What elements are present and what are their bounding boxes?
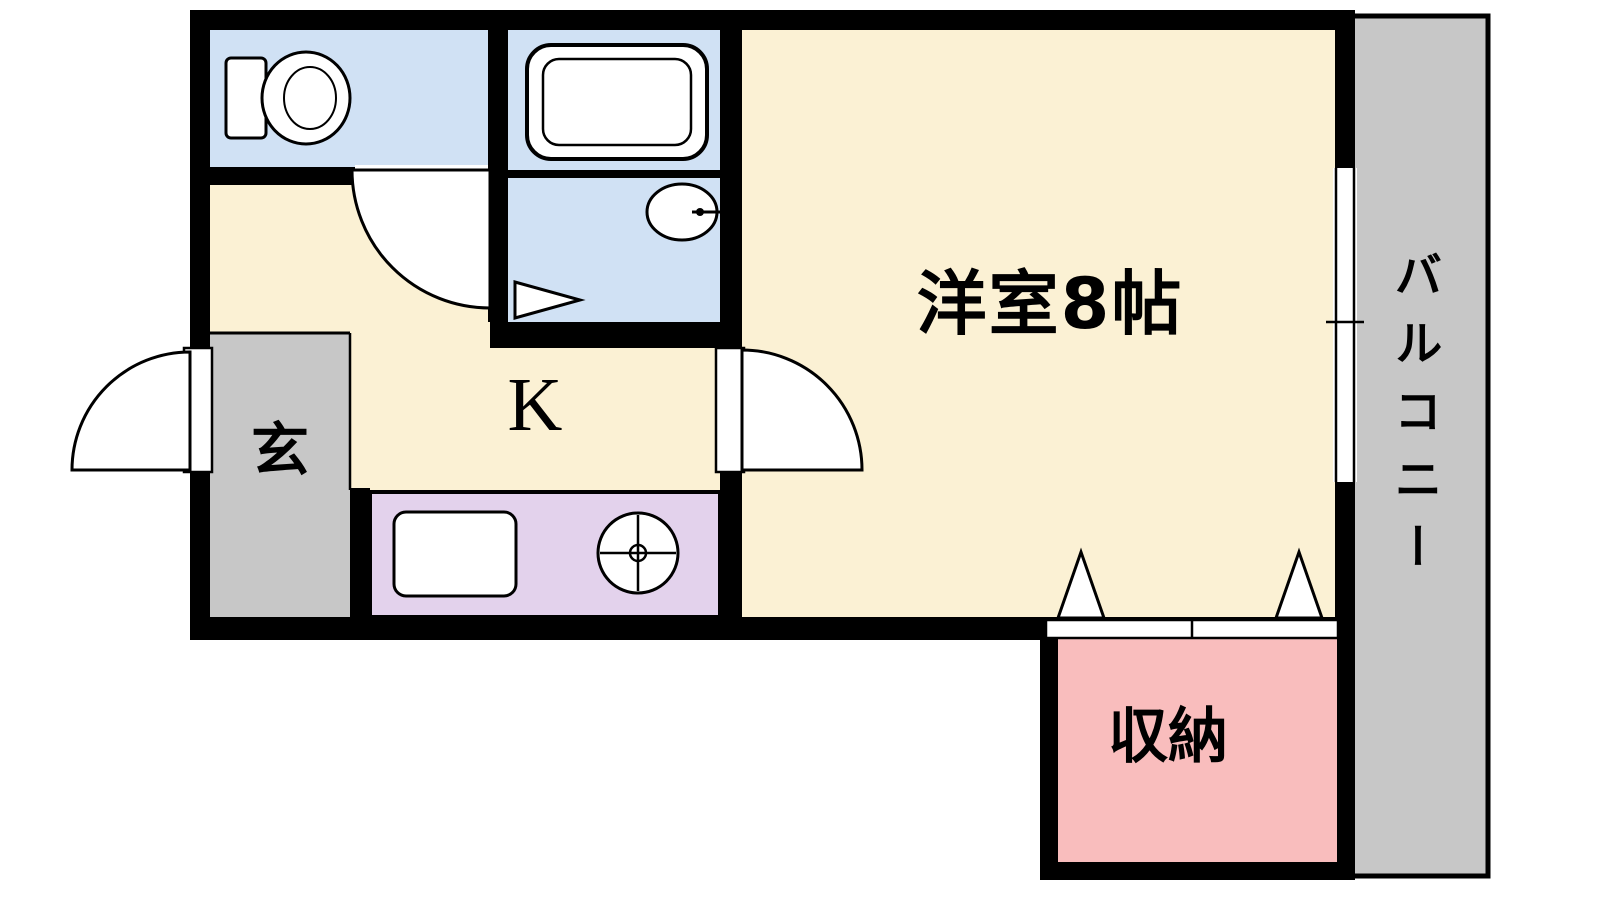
entrance-area <box>210 332 350 617</box>
balcony-label: バルコニー <box>1385 250 1442 590</box>
toilet-bowl-inner <box>283 66 337 130</box>
window-icon <box>1326 168 1364 482</box>
closet-doors-icon <box>1044 547 1340 640</box>
room-door-arc <box>740 348 864 472</box>
washbasin-knob <box>696 208 704 216</box>
bath-divider-wall <box>508 170 720 178</box>
gas-stove-icon <box>596 511 680 595</box>
kitchen-sink-icon <box>392 510 518 598</box>
storage-room <box>1058 638 1337 862</box>
entry-door-arc <box>70 350 192 472</box>
kitchen-label: K <box>507 363 563 447</box>
bathtub-outline <box>525 43 709 161</box>
entrance-kitchen-wall <box>350 488 370 617</box>
entrance-label: 玄 <box>250 416 309 484</box>
bathtub-inner <box>541 57 693 147</box>
room-door-leaf <box>714 346 746 474</box>
western-room <box>742 30 1335 617</box>
toilet-tank <box>224 56 268 140</box>
kitchen-counter <box>368 490 722 619</box>
storage-label: 収納 <box>1108 702 1228 772</box>
toilet-door-arc <box>350 168 492 310</box>
closet-door-triangle-right <box>1273 547 1325 620</box>
washbasin-icon <box>645 182 728 242</box>
bathroom-bottom-wall <box>490 322 742 348</box>
bathroom-door-triangle <box>513 280 586 320</box>
toilet-icon <box>224 50 352 146</box>
closet-door-triangle-left <box>1055 547 1107 620</box>
stove-center <box>628 543 648 563</box>
western-room-label: 洋室8帖 <box>916 263 1184 345</box>
bathtub-icon <box>508 43 720 178</box>
balcony-area <box>1347 13 1491 879</box>
bathroom-left-wall <box>488 30 508 322</box>
